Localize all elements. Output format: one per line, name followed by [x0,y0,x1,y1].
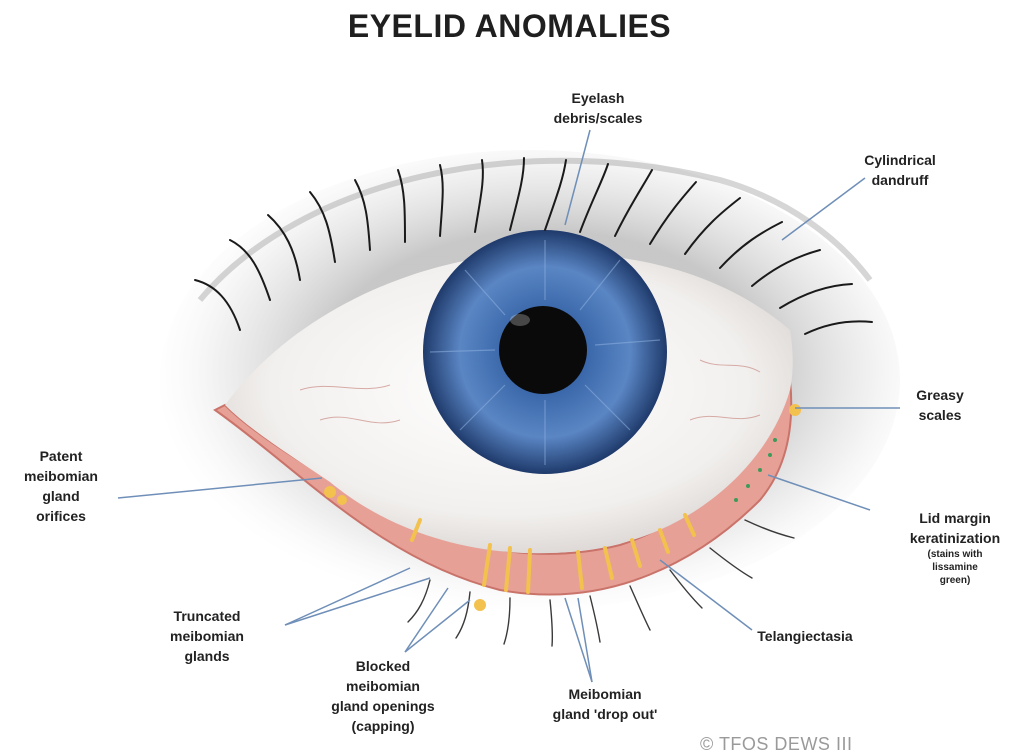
label-lid-margin-keratinization: Lid margin keratinization (stains with l… [894,508,1016,587]
label-eyelash-debris: Eyelash debris/scales [548,88,648,128]
pupil-highlight [510,314,530,326]
label-greasy-scales: Greasy scales [900,385,980,425]
label-blocked-openings: Blocked meibomian gland openings (cappin… [318,656,448,736]
label-truncated-glands: Truncated meibomian glands [152,606,262,666]
label-cylindrical-dandruff: Cylindrical dandruff [850,150,950,190]
label-patent-orifices: Patent meibomian gland orifices [6,446,116,526]
label-telangiectasia: Telangiectasia [740,626,870,646]
copyright-credit: © TFOS DEWS III [700,734,852,755]
label-meibomian-drop-out: Meibomian gland 'drop out' [540,684,670,724]
